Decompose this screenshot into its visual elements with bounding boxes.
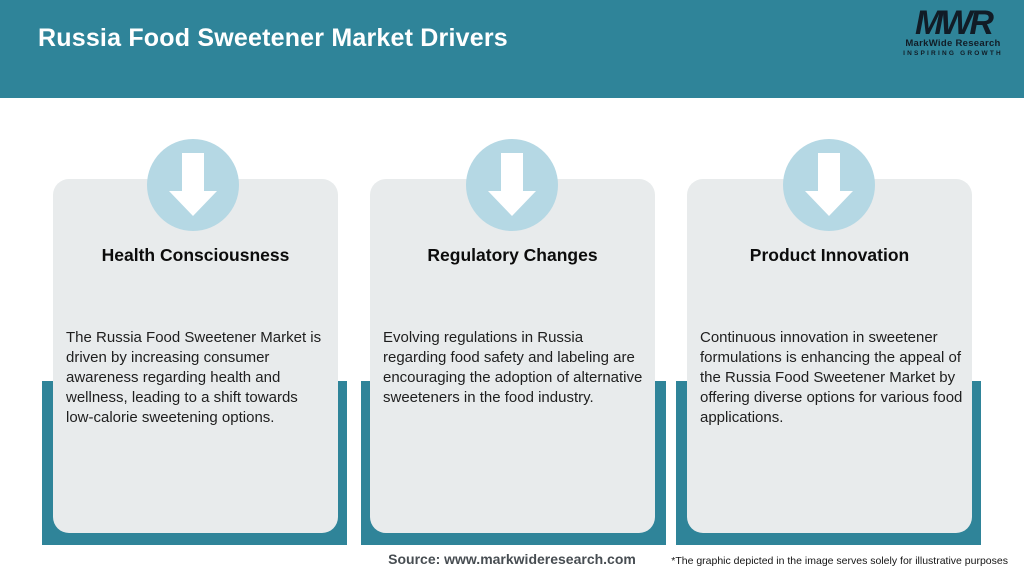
markwide-research-logo: MWR MarkWide Research INSPIRING GROWTH [894, 6, 1012, 57]
driver-card: Regulatory Changes Evolving regulations … [370, 179, 655, 533]
arrow-down-icon [466, 139, 558, 231]
card-title: Product Innovation [749, 245, 910, 265]
source-text: Source: www.markwideresearch.com [388, 551, 636, 567]
card-body-text: The Russia Food Sweetener Market is driv… [66, 329, 322, 426]
arrow-down-icon [147, 139, 239, 231]
card-body-text: Evolving regulations in Russia regarding… [383, 329, 643, 406]
card-title: Health Consciousness [101, 245, 290, 265]
page-title: Russia Food Sweetener Market Drivers [38, 24, 508, 52]
card-title: Regulatory Changes [427, 245, 598, 265]
logo-tagline: INSPIRING GROWTH [903, 50, 1003, 57]
header-bar [0, 0, 1024, 98]
card-body-text: Continuous innovation in sweetener formu… [700, 329, 963, 426]
driver-card: Product Innovation Continuous innovation… [687, 179, 972, 533]
logo-company-name: MarkWide Research [905, 38, 1001, 49]
driver-card: Health Consciousness The Russia Food Swe… [53, 179, 338, 533]
disclaimer-text: *The graphic depicted in the image serve… [671, 555, 1008, 567]
mwr-monogram-icon: MWR [915, 4, 994, 42]
arrow-down-icon [783, 139, 875, 231]
